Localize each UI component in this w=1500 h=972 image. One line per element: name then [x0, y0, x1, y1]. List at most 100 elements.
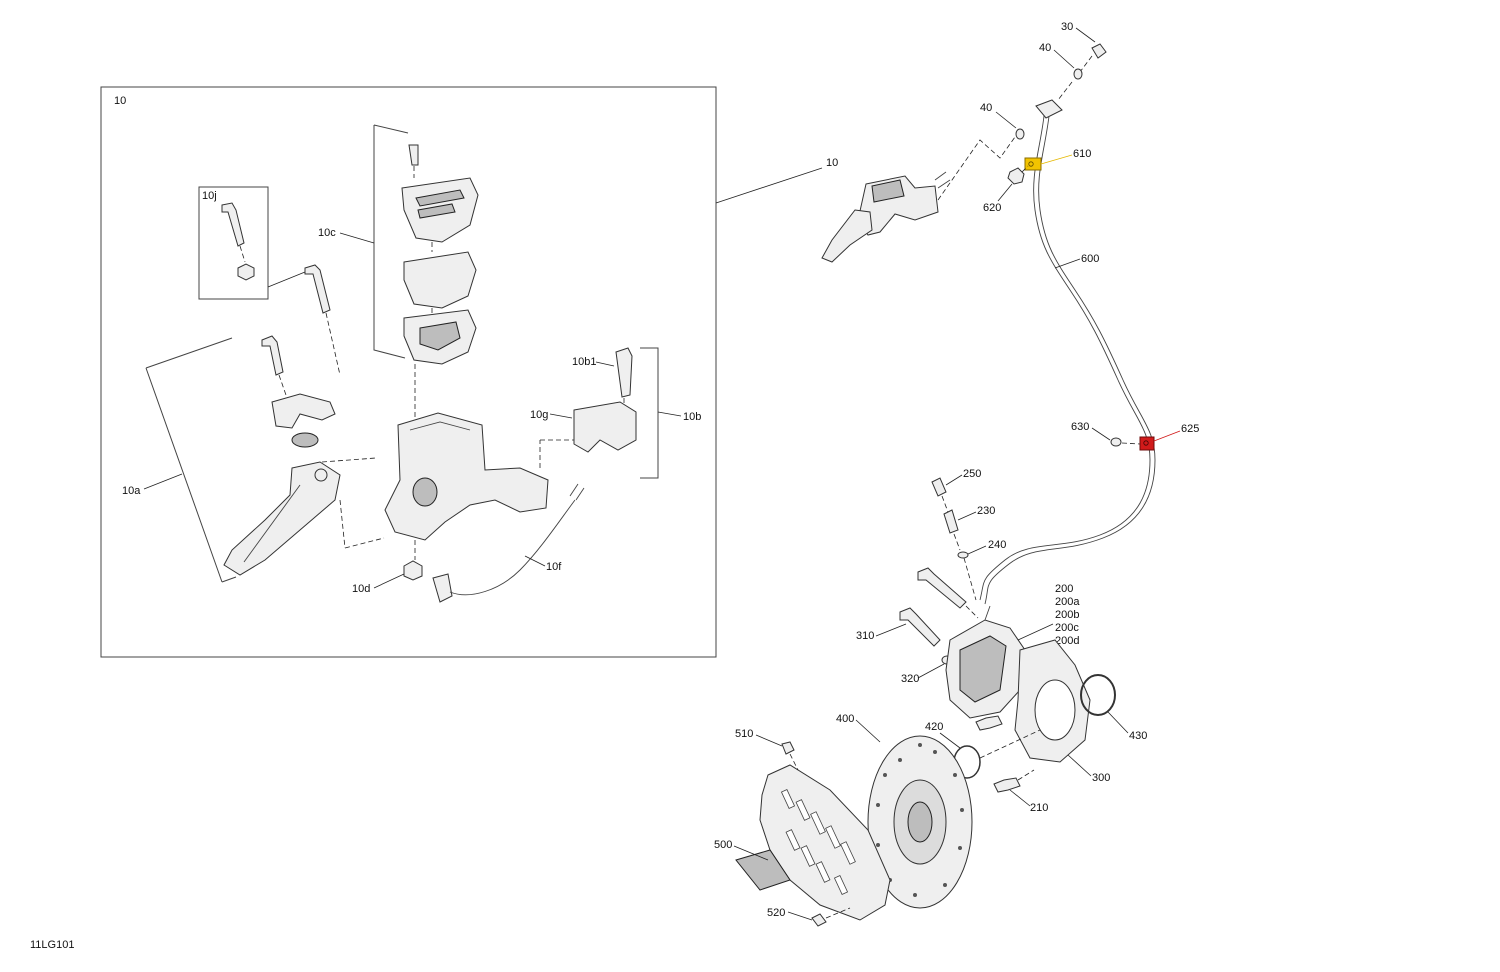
- part-625-hose-clip: 625: [1139, 423, 1199, 451]
- part-200-caliper: 200 200a 200b 200c 200d: [945, 583, 1080, 719]
- callout-200d: 200d: [1055, 635, 1079, 647]
- ring-430-shape: [1080, 674, 1116, 716]
- part-10c-reservoir-cover: 10c: [318, 124, 479, 420]
- lead-625: [1153, 430, 1181, 442]
- part-40-washer-lower: 40: [980, 102, 1025, 140]
- dash-lever-body: [321, 457, 377, 463]
- reference-code: 11LG101: [30, 939, 74, 951]
- part-630-washer: 630: [1071, 421, 1141, 447]
- master-cylinder-shape: [384, 412, 549, 541]
- callout-610: 610: [1073, 148, 1091, 160]
- bracket-10a-top: [145, 337, 233, 369]
- part-10a-lever-assembly: 10a: [122, 335, 385, 583]
- callout-10a: 10a: [122, 485, 141, 497]
- hose-line-inner: [984, 115, 1156, 605]
- callout-630: 630: [1071, 421, 1089, 433]
- nut-10d-shape: [403, 560, 423, 581]
- part-10-master-cylinder-assembled: 10: [821, 129, 1021, 263]
- dash-lever-bottom-h: [344, 537, 385, 549]
- lead-40-top: [1053, 49, 1075, 69]
- callout-210: 210: [1030, 802, 1048, 814]
- lead-630: [1091, 427, 1111, 441]
- callout-200c: 200c: [1055, 622, 1079, 634]
- callout-10g: 10g: [530, 409, 548, 421]
- hose-line-outer: [979, 115, 1151, 601]
- lead-320: [917, 663, 945, 679]
- caliper-bolt-lower-shape: [899, 607, 941, 647]
- callout-500: 500: [714, 839, 732, 851]
- lead-610: [1040, 154, 1073, 165]
- lead-300: [1067, 754, 1092, 777]
- part-600-brake-hose: 600: [979, 99, 1156, 605]
- brake-lever-shape: [223, 461, 341, 576]
- lead-210: [1009, 789, 1031, 807]
- lead-10j-pin: [267, 271, 306, 288]
- part-400-brake-disc: 400: [836, 713, 973, 909]
- dash-10j: [239, 245, 246, 263]
- dash-210-bracket: [1017, 769, 1035, 781]
- screw-510-shape: [781, 741, 795, 755]
- inset-label: 10: [114, 95, 126, 107]
- caliper-bracket-bore: [1034, 679, 1076, 741]
- bracket-bolt-lower-shape: [993, 777, 1021, 793]
- caliper-bolt-upper-shape: [917, 567, 967, 609]
- lever-pivot-pin-shape: [304, 264, 331, 314]
- dash-30-40: [1079, 55, 1093, 73]
- bleeder-screw-shape: [943, 509, 959, 534]
- clip-625-shape: [1139, 436, 1155, 451]
- callout-10d: 10d: [352, 583, 370, 595]
- switch-connector: [569, 483, 585, 501]
- callout-240: 240: [988, 539, 1006, 551]
- part-10f-brake-switch: 10f: [432, 483, 585, 603]
- callout-40-lower: 40: [980, 102, 992, 114]
- dash-630-625: [1121, 442, 1141, 445]
- lead-200: [1017, 623, 1054, 641]
- lever-screw-shape: [261, 335, 284, 376]
- nut-620-shape: [1007, 167, 1025, 185]
- clip-625-hole: [1143, 440, 1149, 446]
- handlebar-clamp-shape: [573, 401, 637, 453]
- part-610-hose-clip: 610: [1024, 148, 1091, 171]
- callout-300: 300: [1092, 772, 1110, 784]
- lead-400: [855, 719, 881, 743]
- brake-disc-spline: [907, 801, 933, 843]
- callout-230: 230: [977, 505, 995, 517]
- dash-520-guard: [825, 907, 851, 919]
- callout-600: 600: [1081, 253, 1099, 265]
- disc-guard-tab: [735, 849, 791, 891]
- banjo-bolt-30-shape: [1091, 43, 1107, 59]
- part-320-washer: 320: [901, 655, 953, 685]
- callout-400: 400: [836, 713, 854, 725]
- caliper-inlet: [984, 605, 991, 621]
- lead-510: [755, 734, 783, 747]
- cover-screw-shape: [408, 144, 419, 166]
- box-10j: [198, 186, 269, 300]
- lead-420: [939, 732, 961, 749]
- bracket-10a-bottom: [221, 576, 237, 583]
- clamp-bolt-shape: [615, 347, 633, 398]
- callout-40-top: 40: [1039, 42, 1051, 54]
- part-40-washer-top: 40: [1039, 42, 1083, 101]
- master-cylinder-port: [412, 477, 438, 507]
- lever-spring-shape: [291, 432, 319, 448]
- part-230-bleeder-screw: 230: [943, 505, 995, 551]
- part-10d-nut: 10d: [352, 560, 423, 595]
- lead-10b: [657, 411, 682, 417]
- callout-10b1: 10b1: [572, 356, 596, 368]
- lead-250: [945, 474, 963, 486]
- screw-520-shape: [811, 913, 827, 927]
- disc-guard-shape: [759, 764, 891, 921]
- lead-620: [997, 183, 1013, 202]
- dash-240-caliper: [963, 557, 977, 601]
- callout-30: 30: [1061, 21, 1073, 33]
- callout-200b: 200b: [1055, 609, 1079, 621]
- dash-250-230: [941, 495, 949, 513]
- callout-200a: 200a: [1055, 596, 1080, 608]
- inset-connector-line: [715, 167, 823, 204]
- dash-310-upper: [965, 605, 979, 619]
- bleeder-cap-shape: [931, 477, 947, 497]
- bracket-10a-left: [145, 367, 223, 583]
- lead-520: [787, 911, 813, 921]
- part-620-nut: 620: [983, 165, 1029, 214]
- callout-10j: 10j: [202, 190, 217, 202]
